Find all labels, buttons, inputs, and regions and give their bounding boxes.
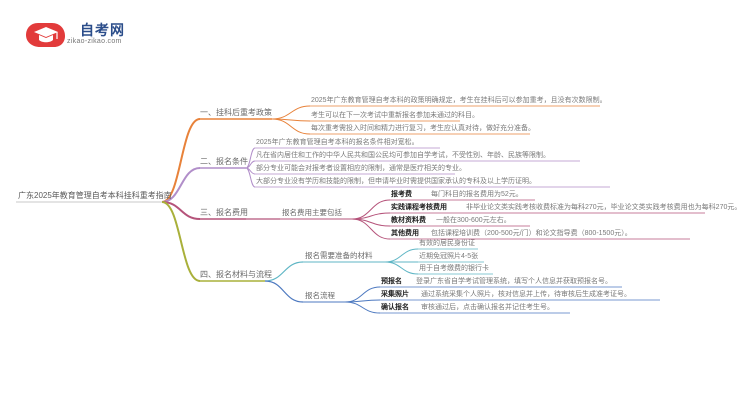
policy-item: 每次重考需投入时间和精力进行复习，考生应认真对待，做好充分准备。 (311, 125, 535, 132)
process-step-label: 采集照片 (381, 291, 409, 298)
material-item: 有效的居民身份证 (419, 240, 475, 247)
eligibility-item: 凡在省内居住和工作的中华人民共和国公民均可参加自学考试，不受性别、年龄、民族等限… (256, 152, 550, 159)
material-connector (384, 248, 419, 263)
process-sub-connector (264, 280, 304, 303)
branch-policy: 一、挂科后重考政策 (200, 108, 272, 117)
fee-value: 每门科目的报名费用为52元。 (431, 191, 523, 198)
root-branch-connector (161, 167, 201, 203)
site-url: zikao-zikao.com (67, 38, 122, 45)
eligibility-item: 部分专业可能会对报考者设置相应的限制，通常是医疗相关的专业。 (256, 165, 466, 172)
fee-label: 实践课程考核费用 (391, 204, 447, 211)
branch-fees: 三、报名费用 (200, 208, 248, 217)
policy-connector (271, 118, 311, 135)
process-step-text: 审核通过后，点击确认报名并记住考生号。 (421, 304, 554, 311)
fee-label: 教材资料费 (391, 217, 426, 224)
process-step-label: 预报名 (381, 278, 402, 285)
fee-value: 非毕业论文类实践考核收费标准为每科270元，毕业论文类实践考核费用也为每科270… (466, 204, 742, 211)
process-step-text: 登录广东省自学考试管理系统，填写个人信息并获取预报名号。 (416, 278, 612, 285)
materials-sub-connector (264, 261, 304, 282)
root-branch-connector (161, 118, 201, 203)
material-item: 近期免冠照片4-5张 (419, 253, 479, 260)
fee-value: 一般在300-600元左右。 (436, 217, 511, 224)
eligibility-item: 2025年广东教育管理自考本科的报名条件相对宽松。 (256, 139, 419, 146)
material-item: 用于自考缴费的银行卡 (419, 265, 489, 272)
policy-item: 2025年广东教育管理自考本科的政策明确规定，考生在挂科后可以参加重考，且没有次… (311, 97, 607, 104)
eligibility-connector (245, 167, 256, 188)
process-step-text: 通过系统采集个人照片，核对信息并上传，待审核后生成准考证号。 (421, 291, 631, 298)
process-connector (344, 301, 381, 314)
material-connector (384, 261, 419, 275)
fees-subtopic: 报名费用主要包括 (282, 208, 342, 217)
graduation-cap-icon (26, 23, 65, 47)
logo (24, 20, 68, 55)
root-branch-connector (161, 201, 201, 282)
mindmap-root: 广东2025年教育管理自考本科挂科重考指南 (18, 191, 172, 200)
branch-eligibility: 二、报名条件 (200, 157, 248, 166)
fee-value: 包括课程培训费（200-500元/门）和论文指导费（800-1500元）。 (431, 230, 632, 237)
process-subtopic: 报名流程 (305, 291, 335, 300)
policy-connector (271, 105, 311, 120)
eligibility-item: 大部分专业没有学历和技能的限制，但申请毕业时需提供国家承认的专科及以上学历证明。 (256, 178, 536, 185)
fee-label: 报考费 (391, 191, 412, 198)
branch-materials-process: 四、报名材料与流程 (200, 270, 272, 279)
fee-connector (351, 218, 391, 240)
policy-item: 考生可以在下一次考试中重新报名参加未通过的科目。 (311, 112, 479, 119)
process-step-label: 确认报名 (381, 304, 409, 311)
fee-label: 其他费用 (391, 230, 419, 237)
site-title: 自考网 (80, 22, 125, 38)
materials-subtopic: 报名需要准备的材料 (305, 251, 373, 260)
